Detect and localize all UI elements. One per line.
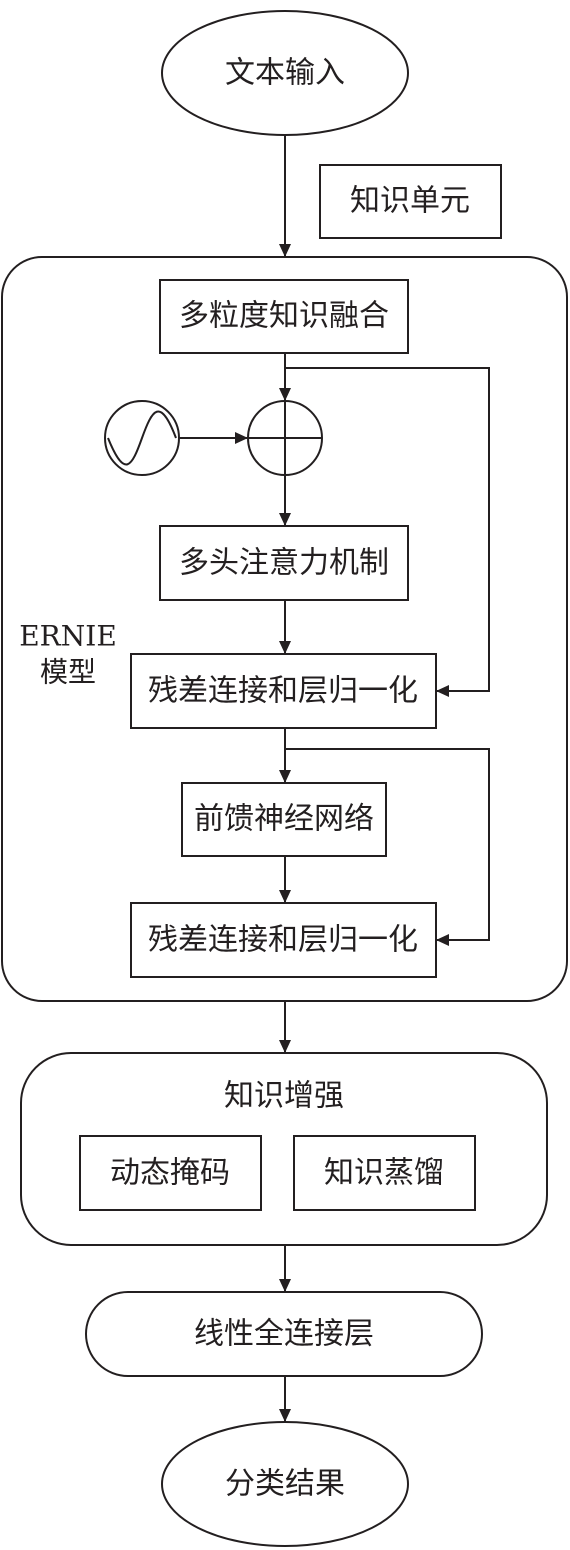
- residual-norm-label-2: 残差连接和层归一化: [148, 923, 418, 958]
- text-input-label: 文本输入: [225, 56, 345, 91]
- dynamic-mask-label: 动态掩码: [110, 1156, 230, 1191]
- knowledge-enhance-label: 知识增强: [224, 1079, 344, 1114]
- multi-head-attention-label: 多头注意力机制: [179, 546, 389, 581]
- ernie-label-line1: ERNIE: [19, 620, 117, 653]
- multi-granularity-fusion-label: 多粒度知识融合: [179, 299, 389, 334]
- classification-result-node: [161, 1421, 409, 1547]
- add-operation-icon: [247, 400, 323, 476]
- ernie-label-line2: 模型: [40, 656, 96, 689]
- knowledge-distill-box: [293, 1135, 476, 1211]
- residual-skip-1: [285, 367, 490, 697]
- knowledge-unit-box: [319, 164, 502, 239]
- knowledge-distill-label: 知识蒸馏: [324, 1156, 444, 1191]
- knowledge-unit-label: 知识单元: [350, 184, 470, 219]
- residual-norm-box-2: [130, 902, 437, 978]
- feed-forward-box: [181, 782, 387, 857]
- linear-fc-label: 线性全连接层: [194, 1317, 374, 1352]
- multi-head-attention-box: [159, 525, 409, 601]
- multi-granularity-fusion-box: [159, 279, 409, 354]
- dynamic-mask-box: [79, 1135, 262, 1211]
- residual-norm-label-1: 残差连接和层归一化: [148, 674, 418, 709]
- sine-wave-icon: [104, 400, 180, 476]
- classification-result-label: 分类结果: [225, 1467, 345, 1502]
- residual-skip-2: [285, 748, 490, 946]
- feed-forward-label: 前馈神经网络: [194, 802, 374, 837]
